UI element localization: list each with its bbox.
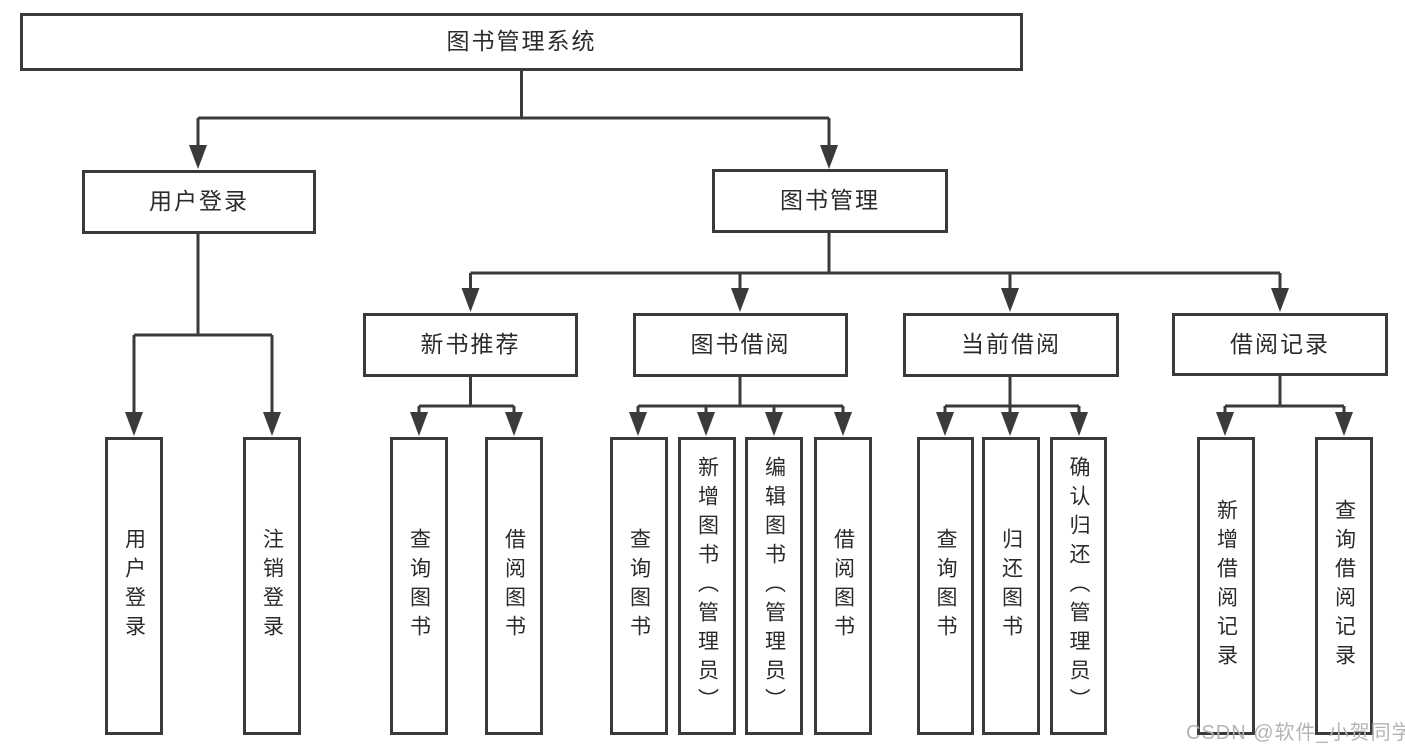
arrow-down-icon xyxy=(629,412,647,436)
node-label: 图书管理 xyxy=(780,187,880,214)
leaf-add-books-admin: 新增图书（管理员） xyxy=(678,437,736,735)
node-label: 当前借阅 xyxy=(961,331,1061,358)
leaf-label: 归还图书 xyxy=(999,528,1023,644)
arrow-down-icon xyxy=(834,412,852,436)
node-borrowing-records: 借阅记录 xyxy=(1172,313,1388,376)
node-new-book-recommend: 新书推荐 xyxy=(363,313,578,377)
leaf-borrow-books: 借阅图书 xyxy=(814,437,872,735)
arrow-down-icon xyxy=(461,288,480,312)
arrow-down-icon xyxy=(936,412,954,436)
leaf-borrow-books-recommend: 借阅图书 xyxy=(485,437,543,735)
csdn-watermark: CSDN @软件_小贺同学 xyxy=(1186,722,1405,744)
leaf-label: 查询借阅记录 xyxy=(1332,499,1356,673)
node-root-system: 图书管理系统 xyxy=(20,13,1023,71)
node-user-login: 用户登录 xyxy=(82,170,316,234)
node-label: 借阅记录 xyxy=(1230,330,1330,357)
leaf-label: 借阅图书 xyxy=(502,528,526,644)
arrow-down-icon xyxy=(1271,288,1289,312)
leaf-label: 借阅图书 xyxy=(831,528,855,644)
arrow-down-icon xyxy=(820,145,838,169)
node-book-management: 图书管理 xyxy=(712,169,948,233)
arrow-down-icon xyxy=(410,412,428,436)
arrow-down-icon xyxy=(1070,412,1088,436)
leaf-label: 注销登录 xyxy=(260,528,284,644)
arrow-down-icon xyxy=(1001,288,1019,312)
leaf-label: 新增借阅记录 xyxy=(1214,499,1238,673)
leaf-query-books-recommend: 查询图书 xyxy=(390,437,448,735)
leaf-query-books-borrow: 查询图书 xyxy=(610,437,668,735)
arrow-down-icon xyxy=(765,412,783,436)
arrow-down-icon xyxy=(125,412,143,436)
leaf-label: 确认归还（管理员） xyxy=(1067,455,1090,717)
arrow-down-icon xyxy=(263,412,281,436)
arrow-down-icon xyxy=(697,412,715,436)
arrow-down-icon xyxy=(1216,412,1234,436)
node-label: 图书管理系统 xyxy=(446,28,597,55)
node-label: 新书推荐 xyxy=(420,331,521,358)
leaf-return-books: 归还图书 xyxy=(982,437,1040,735)
leaf-confirm-return-admin: 确认归还（管理员） xyxy=(1050,437,1107,735)
arrow-down-icon xyxy=(505,412,523,436)
arrow-down-icon xyxy=(189,145,207,169)
leaf-label: 查询图书 xyxy=(627,528,651,644)
node-label: 用户登录 xyxy=(149,188,249,215)
arrow-down-icon xyxy=(1001,412,1019,436)
node-book-borrowing: 图书借阅 xyxy=(633,313,848,377)
leaf-query-borrow-record: 查询借阅记录 xyxy=(1315,437,1373,735)
leaf-edit-books-admin: 编辑图书（管理员） xyxy=(745,437,803,735)
arrow-down-icon xyxy=(1335,412,1353,436)
node-current-borrowing: 当前借阅 xyxy=(903,313,1119,377)
leaf-logout: 注销登录 xyxy=(243,437,301,735)
leaf-label: 用户登录 xyxy=(122,528,146,644)
leaf-label: 编辑图书（管理员） xyxy=(762,455,786,717)
leaf-label: 查询图书 xyxy=(934,528,957,644)
leaf-label: 查询图书 xyxy=(407,528,431,644)
leaf-query-books-current: 查询图书 xyxy=(917,437,974,735)
node-label: 图书借阅 xyxy=(690,331,791,358)
leaf-user-login: 用户登录 xyxy=(105,437,163,735)
leaf-add-borrow-record: 新增借阅记录 xyxy=(1197,437,1255,735)
arrow-down-icon xyxy=(731,288,749,312)
leaf-label: 新增图书（管理员） xyxy=(695,455,719,717)
